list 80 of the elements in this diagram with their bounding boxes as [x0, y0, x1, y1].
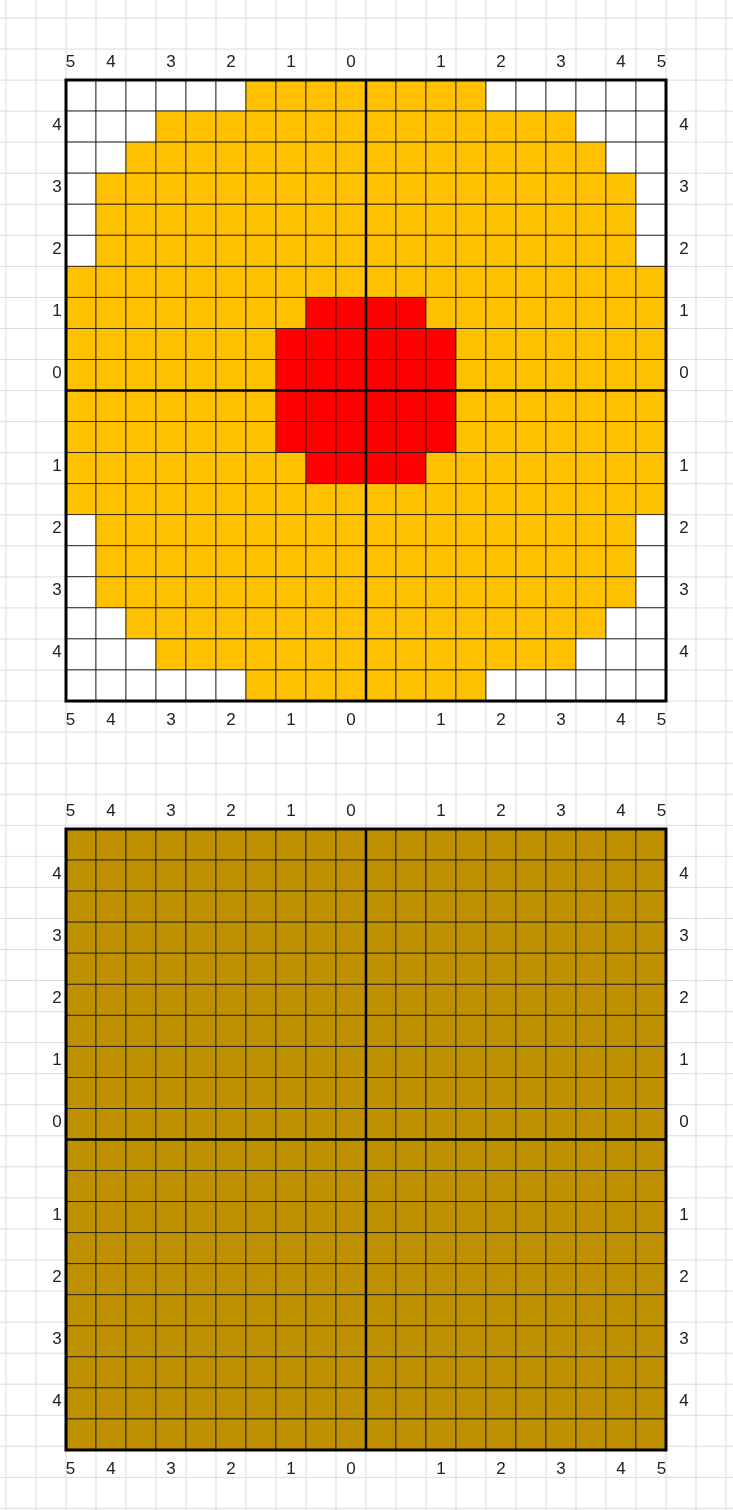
axis-label: 3 — [166, 801, 176, 821]
axis-label: 4 — [52, 863, 62, 884]
axis-label: 1 — [286, 710, 296, 730]
axis-label: 3 — [556, 52, 566, 72]
axis-label: 1 — [52, 1205, 62, 1226]
axis-label: 1 — [52, 1049, 62, 1070]
axis-label: 1 — [286, 1459, 296, 1479]
axis-label: 4 — [679, 1391, 689, 1412]
axis-label: 5 — [65, 710, 76, 730]
axis-label: 1 — [286, 52, 296, 72]
axis-label: 2 — [52, 518, 62, 539]
axis-label: 0 — [346, 52, 356, 72]
axis-label: 2 — [496, 52, 506, 72]
axis-label: 4 — [52, 1391, 62, 1412]
axis-label: 5 — [656, 710, 667, 730]
axis-label: 3 — [52, 580, 62, 601]
axis-label: 3 — [679, 176, 689, 197]
axis-label: 2 — [679, 1267, 689, 1288]
axis-label: 4 — [52, 642, 62, 663]
axis-label: 1 — [679, 1205, 689, 1226]
axis-label: 2 — [52, 987, 62, 1008]
axis-label: 0 — [346, 1459, 356, 1479]
axis-label: 1 — [286, 801, 296, 821]
axis-label: 4 — [106, 710, 116, 730]
axis-label: 0 — [52, 1111, 62, 1132]
axis-label: 2 — [496, 801, 506, 821]
axis-label: 2 — [52, 238, 62, 259]
axis-label: 3 — [52, 925, 62, 946]
axis-label: 4 — [106, 1459, 116, 1479]
axis-label: 2 — [679, 518, 689, 539]
axis-label: 3 — [556, 710, 566, 730]
axis-label: 1 — [52, 456, 62, 477]
axis-label: 2 — [226, 52, 236, 72]
axis-label: 2 — [226, 1459, 236, 1479]
axis-label: 0 — [346, 710, 356, 730]
axis-label: 1 — [679, 1049, 689, 1070]
axis-label: 2 — [679, 987, 689, 1008]
axis-label: 1 — [436, 710, 446, 730]
axis-label: 5 — [656, 801, 667, 821]
axis-label: 5 — [65, 1459, 76, 1479]
axis-label: 5 — [65, 52, 76, 72]
axis-label: 5 — [656, 1459, 667, 1479]
axis-label: 4 — [616, 710, 626, 730]
axis-label: 3 — [166, 52, 176, 72]
axis-label: 3 — [679, 580, 689, 601]
axis-label: 3 — [52, 1329, 62, 1350]
axis-label: 2 — [679, 238, 689, 259]
axis-label: 1 — [436, 52, 446, 72]
axis-label: 4 — [616, 801, 626, 821]
axis-label: 2 — [496, 710, 506, 730]
axis-label: 3 — [52, 176, 62, 197]
axis-label: 3 — [166, 1459, 176, 1479]
axis-label: 1 — [436, 801, 446, 821]
axis-label: 4 — [616, 1459, 626, 1479]
axis-label: 1 — [436, 1459, 446, 1479]
axis-label: 0 — [346, 801, 356, 821]
axis-label: 3 — [166, 710, 176, 730]
axis-label: 2 — [496, 1459, 506, 1479]
axis-label: 4 — [679, 642, 689, 663]
axis-label: 4 — [52, 114, 62, 135]
axis-label: 0 — [52, 362, 62, 383]
axis-label: 1 — [679, 456, 689, 477]
axis-label: 1 — [679, 300, 689, 321]
axis-label: 4 — [106, 801, 116, 821]
axis-label: 3 — [556, 801, 566, 821]
axis-label: 4 — [679, 114, 689, 135]
axis-label: 2 — [226, 801, 236, 821]
axis-label: 5 — [65, 801, 76, 821]
axis-label: 3 — [556, 1459, 566, 1479]
axis-label: 0 — [679, 362, 689, 383]
axis-label: 2 — [226, 710, 236, 730]
axis-label: 3 — [679, 1329, 689, 1350]
axis-label: 3 — [679, 925, 689, 946]
axis-label: 0 — [679, 1111, 689, 1132]
axis-label: 5 — [656, 52, 667, 72]
axis-label: 1 — [52, 300, 62, 321]
axis-label: 4 — [616, 52, 626, 72]
axis-label: 4 — [106, 52, 116, 72]
axis-label: 4 — [679, 863, 689, 884]
axis-label: 2 — [52, 1267, 62, 1288]
